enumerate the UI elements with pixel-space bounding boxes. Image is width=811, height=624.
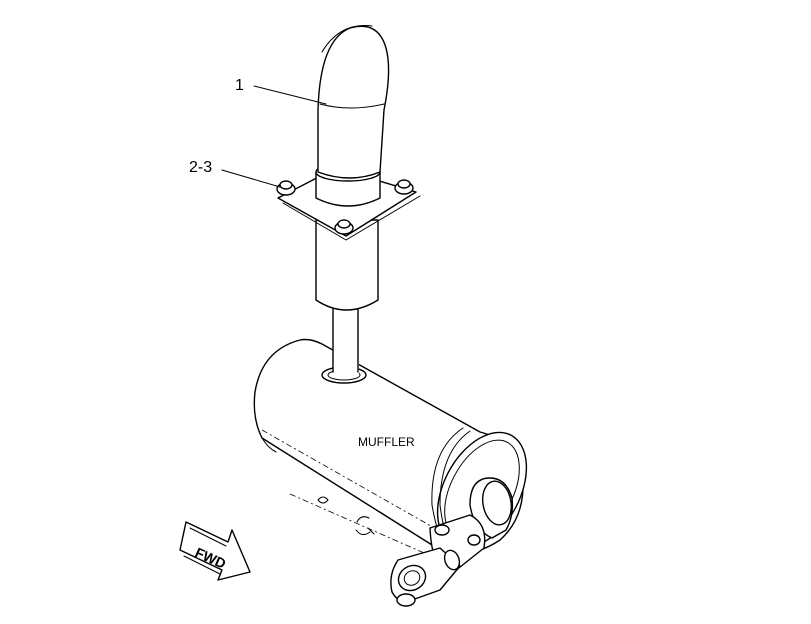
inlet-stub-pipe <box>321 305 367 384</box>
exhaust-stack-elbow <box>317 25 390 179</box>
stack-lower-section <box>315 219 379 311</box>
bolt-right <box>394 179 414 195</box>
callout-2-3-number: 2-3 <box>189 159 212 176</box>
callout-1-number: 1 <box>235 77 244 94</box>
bolt-front <box>334 219 354 235</box>
callout-2-3: 2-3 <box>189 159 281 188</box>
inlet-flange <box>390 514 486 607</box>
forward-arrow-icon: FWD <box>179 521 251 581</box>
callout-1: 1 <box>235 77 327 105</box>
bolt-left <box>276 180 296 196</box>
muffler-label: MUFFLER <box>358 435 415 449</box>
